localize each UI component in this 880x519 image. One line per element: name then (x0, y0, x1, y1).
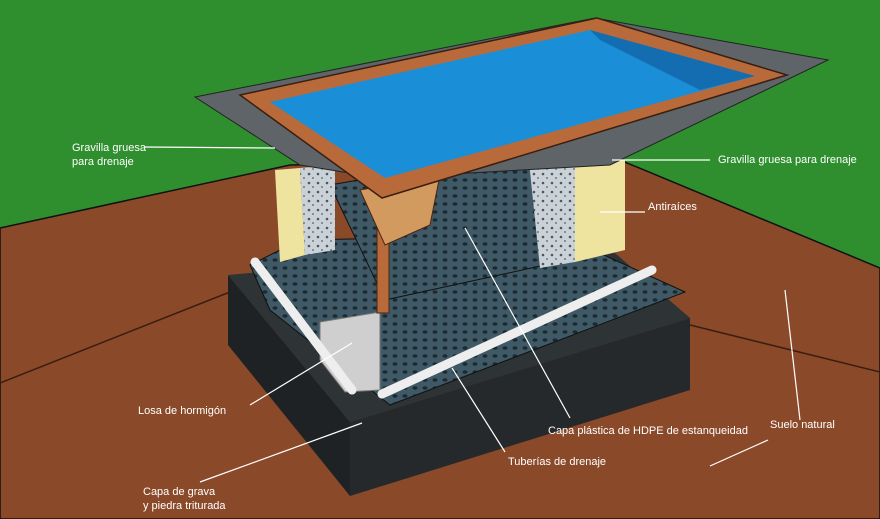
label-hdpe-layer: Capa plástica de HDPE de estanqueidad (548, 425, 748, 437)
label-natural-soil: Suelo natural (770, 419, 835, 431)
pool-water (270, 30, 755, 178)
label-text: Gravilla gruesa (72, 142, 146, 154)
label-concrete-slab: Losa de hormigón (138, 405, 227, 417)
excavation-edge (0, 289, 236, 384)
label-text: para drenaje (72, 156, 134, 168)
drain-pipe-right (377, 265, 657, 399)
drain-pipe-left (250, 257, 357, 395)
gravel-base-front (350, 318, 690, 496)
gravel-pillar-left (300, 165, 335, 255)
label-gravel-right: Gravilla gruesa para drenaje (718, 154, 857, 166)
excavation-edge (689, 324, 880, 373)
label-text: Capa de grava (143, 486, 216, 498)
gravel-pillar-right (528, 152, 575, 268)
root-barrier-right (575, 155, 625, 262)
label-gravel-left: Gravilla gruesa para drenaje (72, 141, 146, 169)
label-root-barrier: Antiraíces (648, 201, 697, 213)
gravel-base-left (228, 275, 350, 496)
label-drain-pipes: Tuberías de drenaje (508, 456, 607, 468)
label-text: y piedra triturada (143, 500, 226, 512)
root-barrier-left (275, 168, 305, 262)
label-arrows (144, 146, 801, 483)
pool-water-shade (590, 30, 755, 90)
label-gravel-base: Capa de grava y piedra triturada (143, 485, 226, 513)
